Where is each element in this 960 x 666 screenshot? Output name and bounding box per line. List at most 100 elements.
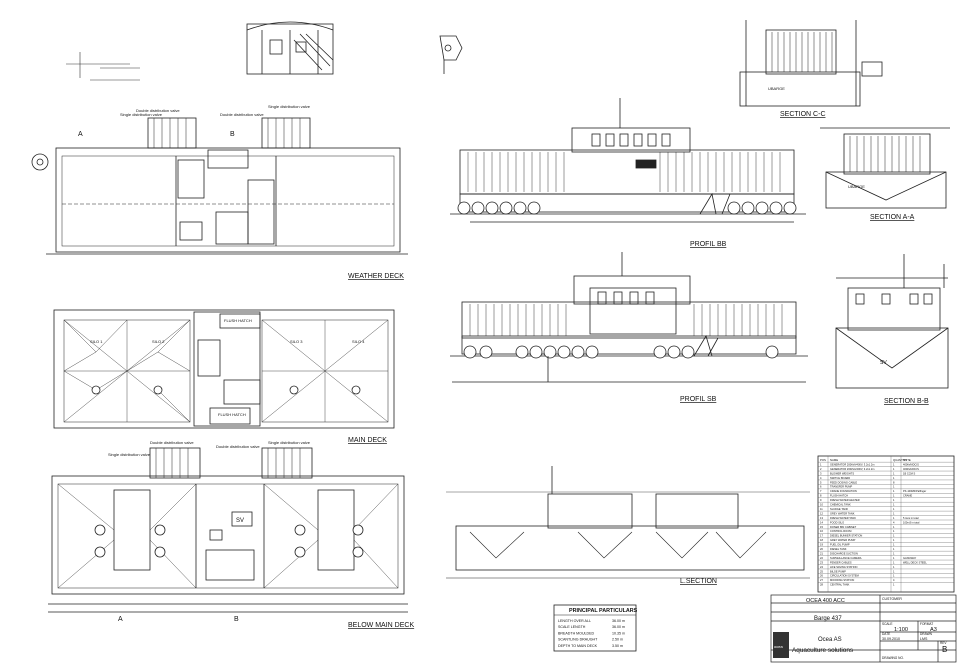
equipment-cell: 11 xyxy=(820,507,823,511)
equipment-cell: 400kVA/DC/S xyxy=(903,462,919,466)
equipment-cell: 13 xyxy=(820,516,823,520)
equipment-cell: 1 xyxy=(893,551,895,555)
equipment-cell: 1 xyxy=(893,534,895,538)
particulars-value: 2.50 m xyxy=(612,638,623,642)
weather-deck-mark-a: A xyxy=(78,131,83,138)
equipment-cell: GENERATOR 200kVA/400V, 3.2x1.2m xyxy=(830,467,874,471)
main-deck-title: MAIN DECK xyxy=(348,437,387,444)
particulars-label: SCALE LENGTH xyxy=(558,625,586,629)
particulars-value: 3.50 m xyxy=(612,644,623,648)
equipment-cell: 1 xyxy=(893,565,895,569)
top-detail-bracket xyxy=(439,35,463,74)
l-section-title: L.SECTION xyxy=(680,578,717,585)
title-format: A3 xyxy=(930,627,937,633)
section-bb-title: SECTION B-B xyxy=(884,398,929,405)
main-deck-flush-hatch-2: FLUSH HATCH xyxy=(218,412,246,417)
equipment-cell: GENERATOR 200kVA/400V, 3.2x1.2m xyxy=(830,462,874,466)
equipment-cell: 12 xyxy=(820,511,823,515)
principal-particulars-title: PRINCIPAL PARTICULARS xyxy=(569,608,638,614)
below-deck-valve-label-2: Double distribution valve xyxy=(150,440,194,445)
equipment-cell: 5 xyxy=(820,480,822,484)
equipment-cell: MOORING STATION xyxy=(830,578,854,582)
title-customer-label: CUSTOMER xyxy=(882,597,902,601)
equipment-cell: 23 xyxy=(820,560,823,564)
equipment-cell: DIESEL BUNKER STATION xyxy=(830,534,862,538)
equipment-cell: 4 xyxy=(893,578,895,582)
ocea-logo-icon: ocea xyxy=(773,632,789,658)
particulars-value: 10.35 m xyxy=(612,631,625,635)
below-main-deck-plan xyxy=(48,447,408,613)
weather-deck-valve-label-3: Single distribution valve xyxy=(268,104,311,109)
equipment-cell: FRESH WATER TANK xyxy=(830,516,856,520)
weather-deck-valve-label-1: Double distribution valve xyxy=(136,108,180,113)
equipment-cell: 9 xyxy=(820,498,822,502)
main-deck-silo-1: SILO 1 xyxy=(90,339,103,344)
equipment-cell: SURVEILLANCE CAMERA xyxy=(830,556,862,560)
particulars-value: 36.00 m xyxy=(612,625,625,629)
equipment-cell: 3 xyxy=(820,471,822,475)
below-deck-valve-label-3: Double distribution valve xyxy=(216,444,260,449)
top-detail-bridge xyxy=(246,21,334,75)
equipment-cell: CRANE FOUNDATION xyxy=(830,489,857,493)
particulars-value: 36.00 m xyxy=(612,619,625,623)
title-drawn-label: DRAWN xyxy=(920,632,933,636)
equipment-cell: FENDER CABLES xyxy=(830,560,852,564)
equipment-cell: 25 xyxy=(820,569,823,573)
section-bb-drawing xyxy=(835,254,949,389)
section-aa-ubarge: UBARGE xyxy=(848,184,865,189)
below-deck-mark-b: B xyxy=(234,616,239,623)
equipment-cell: 8 xyxy=(820,494,822,498)
weather-deck-plan xyxy=(31,117,408,255)
particulars-label: DEPTH TO MAIN DECK xyxy=(558,644,598,648)
equipment-cell: CRANE xyxy=(903,494,912,498)
title-block xyxy=(770,594,957,663)
equipment-cell: FEED DOSING CABLE xyxy=(830,480,857,484)
title-drawn: LMS xyxy=(920,637,928,641)
section-bb-sv: SV xyxy=(880,360,887,366)
section-cc-ubarge: UBARGE xyxy=(768,86,785,91)
equipment-cell: CENTRAL TANK xyxy=(830,583,850,587)
title-company: Ocea AS xyxy=(818,637,842,643)
equipment-cell: CHEMICAL TANK xyxy=(830,503,851,507)
equipment-cell: 1B CCM S xyxy=(903,471,916,475)
equipment-cell: 10 xyxy=(820,503,823,507)
equipment-cell: 22 xyxy=(820,556,823,560)
profil-sb-drawing xyxy=(450,252,808,383)
particulars-label: BREADTH MOULDED xyxy=(558,631,595,635)
equipment-cell: 21 xyxy=(820,551,823,555)
title-date: 30.09.2010 xyxy=(882,637,900,641)
equipment-cell: 26 xyxy=(820,574,823,578)
equipment-header-cell: NOTE xyxy=(903,458,911,462)
section-aa-drawing xyxy=(820,127,950,209)
equipment-cell: 1 xyxy=(893,569,895,573)
equipment-cell: PK-100M0/Palfinger xyxy=(903,489,926,493)
equipment-cell: CIRCULATION SYSTEM xyxy=(830,574,859,578)
equipment-cell: 1 xyxy=(893,498,895,502)
equipment-cell: FOOD SILO xyxy=(830,520,844,524)
equipment-cell: WELL DECK STEEL xyxy=(903,560,927,564)
section-aa-title: SECTION A-A xyxy=(870,214,915,221)
weather-deck-mark-b: B xyxy=(230,131,235,138)
equipment-cell: 6 xyxy=(820,485,822,489)
equipment-cell: TRANSFER PUMP xyxy=(830,485,852,489)
equipment-cell: 28 xyxy=(820,583,823,587)
ocea-logo-text: ocea xyxy=(774,644,783,649)
equipment-cell: 18 xyxy=(820,538,823,542)
equipment-cell: 15 xyxy=(820,525,823,529)
equipment-cell: 1 xyxy=(893,494,895,498)
profil-bb-title: PROFIL BB xyxy=(690,241,727,248)
equipment-cell: GREY WATER PUMP xyxy=(830,538,856,542)
equipment-cell: 1 xyxy=(893,547,895,551)
title-date-label: DATE xyxy=(882,632,890,636)
equipment-cell: 1 xyxy=(893,489,895,493)
profil-bb-drawing xyxy=(450,98,806,223)
section-cc-title: SECTION C-C xyxy=(780,111,826,118)
main-deck-plan xyxy=(53,309,395,429)
l-section-drawing xyxy=(446,466,810,579)
equipment-cell: DIESEL TANK xyxy=(830,547,847,551)
equipment-cell: 1 xyxy=(893,503,895,507)
equipment-cell: 7 xyxy=(820,489,822,493)
equipment-cell: 1 xyxy=(893,525,895,529)
equipment-cell: 100m3 in total xyxy=(903,520,920,524)
